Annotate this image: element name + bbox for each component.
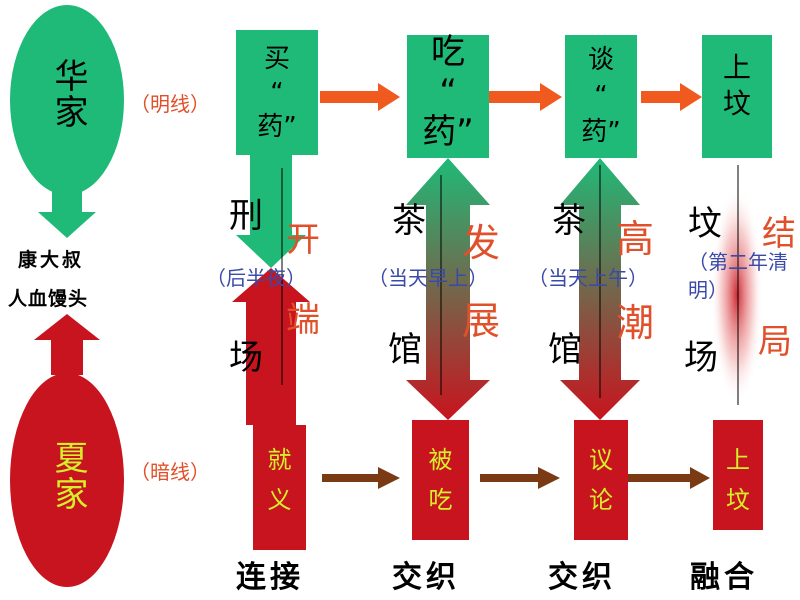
top-box-4 [702, 35, 772, 158]
xia-up-arrow [34, 314, 100, 375]
top-box-4-text: 上 坟 [702, 50, 772, 122]
top-box-1 [236, 30, 318, 155]
xia-note: （暗线） [130, 460, 210, 484]
stage-4-a: 结 [762, 214, 796, 254]
top-box-2-l1: 吃 [431, 32, 465, 72]
bottom-label-1: 连接 [236, 560, 304, 595]
bottom-box-1-text: 就 义 [253, 440, 306, 520]
xia-name-text: 夏家 [48, 440, 88, 512]
place-4-bottom: 场 [684, 338, 718, 378]
bottom-box-4-l1: 上 [726, 446, 750, 474]
top-arrow-1 [320, 83, 400, 111]
bottom-box-3 [574, 420, 628, 540]
col1-down-arrow [236, 155, 306, 268]
hua-name: 华家 [48, 58, 88, 139]
place-1-bottom: 场 [229, 338, 263, 378]
place-1-top: 刑 [229, 196, 263, 236]
time-2: （当天早上） [368, 266, 488, 290]
top-box-2 [407, 35, 489, 158]
time-4: （第二年清明） [688, 250, 788, 302]
top-box-3-l2: “ [594, 81, 608, 111]
bottom-box-2-text: 被 吃 [412, 440, 469, 520]
bottom-box-4-text: 上 坟 [713, 440, 763, 520]
top-box-3-l3: 药” [581, 117, 621, 147]
time-3: （当天上午） [528, 266, 648, 290]
bottom-box-2-l2: 吃 [428, 486, 453, 514]
bottom-box-1-l2: 义 [267, 486, 292, 514]
top-box-4-l2: 坟 [722, 87, 751, 120]
bottom-box-2 [412, 420, 469, 540]
bottom-box-2-l1: 被 [428, 446, 453, 474]
top-box-1-l1: 买 [263, 44, 290, 74]
place-4-top: 坟 [688, 204, 722, 244]
bottom-arrow-1 [322, 467, 400, 489]
top-box-1-text: 买 “ 药” [236, 42, 318, 144]
col4-glow [711, 185, 763, 405]
top-box-2-l3: 药” [422, 112, 474, 152]
hua-down-arrow [38, 190, 96, 238]
top-box-2-l2: “ [439, 72, 457, 112]
bottom-box-3-l1: 议 [589, 446, 613, 474]
bottom-label-3: 交织 [548, 560, 616, 595]
link-line1: 康大叔 [18, 249, 85, 271]
stage-1-a: 开 [286, 220, 320, 260]
bottom-label-4: 融合 [690, 560, 758, 595]
bottom-box-3-text: 议 论 [574, 440, 628, 520]
place-3-top: 茶 [552, 201, 586, 241]
bottom-box-4 [713, 420, 763, 530]
bottom-box-1 [253, 425, 306, 550]
stage-2-b: 展 [462, 299, 501, 343]
hua-note: （明线） [130, 92, 210, 116]
top-box-3-l1: 谈 [587, 45, 614, 75]
xia-oval [10, 373, 124, 587]
time-1: （后半夜） [206, 266, 306, 290]
top-arrow-2 [489, 83, 562, 111]
col2-double-arrow [406, 158, 490, 420]
stage-1-b: 端 [286, 300, 320, 340]
link-line2: 人血馒头 [8, 288, 89, 310]
top-arrow-3 [641, 83, 702, 111]
stage-2-a: 发 [462, 221, 501, 265]
hua-oval [10, 5, 124, 195]
bottom-label-2: 交织 [392, 560, 460, 595]
xia-name: 夏家 [48, 440, 88, 521]
bottom-arrow-3 [628, 467, 710, 489]
top-box-1-l2: “ [270, 78, 284, 108]
stage-4-b: 局 [758, 322, 792, 362]
place-3-bottom: 馆 [548, 330, 582, 370]
bottom-arrow-2 [480, 467, 560, 489]
bottom-box-3-l2: 论 [589, 486, 613, 514]
bottom-box-4-l2: 坟 [726, 486, 750, 514]
top-box-1-l3: 药” [257, 112, 297, 142]
hua-name-text: 华家 [48, 58, 88, 130]
place-2-bottom: 馆 [388, 330, 422, 370]
top-box-4-l1: 上 [722, 51, 751, 84]
top-box-3-text: 谈 “ 药” [565, 42, 637, 150]
stage-3-b: 潮 [616, 301, 655, 345]
top-box-2-text: 吃 “ 药” [407, 32, 489, 152]
stage-3-a: 高 [616, 217, 655, 261]
place-2-top: 茶 [392, 201, 426, 241]
col1-up-arrow [232, 268, 310, 425]
top-box-3 [565, 35, 637, 158]
bottom-box-1-l1: 就 [267, 446, 292, 474]
